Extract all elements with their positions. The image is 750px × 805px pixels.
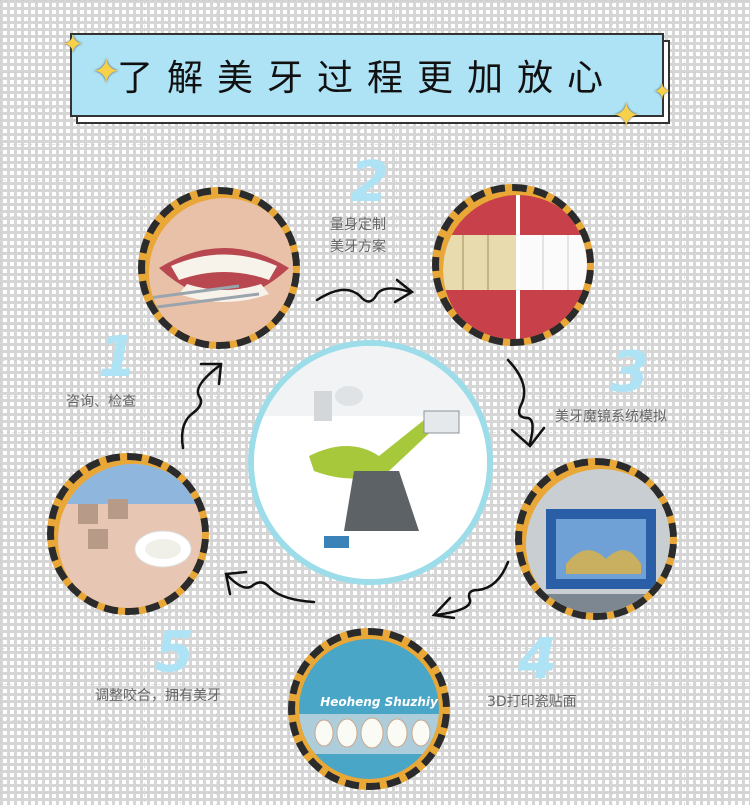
arrow-step3-to-4 bbox=[431, 560, 510, 620]
step3-simulation-image bbox=[515, 458, 677, 620]
step5-number: 5 bbox=[155, 620, 194, 685]
step1-label: 咨询、检查 bbox=[66, 394, 136, 410]
sparkle-star-icon: ✦ bbox=[612, 96, 641, 136]
dental-chair-illustration bbox=[254, 346, 487, 579]
step4-label: 3D打印瓷贴面 bbox=[487, 694, 577, 710]
step5-result-image bbox=[47, 453, 209, 615]
step4-veneer-image: Heoheng Shuzhiy bbox=[288, 628, 450, 790]
arrow-step2-to-3 bbox=[506, 358, 546, 448]
arrow-step5-to-1 bbox=[180, 362, 223, 450]
sparkle-star-icon: ✦ bbox=[92, 52, 121, 92]
arrow-step4-to-5 bbox=[224, 570, 316, 604]
sparkle-star-icon: ✦ bbox=[653, 80, 672, 105]
step3-number: 3 bbox=[610, 340, 649, 405]
step1-exam-image bbox=[138, 187, 300, 349]
computer-simulation-illustration bbox=[526, 469, 670, 613]
mouth-exam-illustration bbox=[149, 198, 293, 342]
step4-number: 4 bbox=[518, 627, 557, 692]
veneer-brand-text: Heoheng Shuzhiy bbox=[320, 695, 438, 709]
arrow-step1-to-2 bbox=[315, 278, 415, 304]
step2-label-line2: 美牙方案 bbox=[330, 239, 386, 255]
center-dental-chair-image bbox=[248, 340, 493, 585]
teeth-before-after-illustration bbox=[443, 195, 587, 339]
step5-label: 调整咬合，拥有美牙 bbox=[95, 688, 221, 704]
step3-label: 美牙魔镜系统模拟 bbox=[555, 409, 667, 425]
patient-smile-illustration bbox=[58, 464, 202, 608]
step2-label-line1: 量身定制 bbox=[330, 217, 386, 233]
veneer-teeth-illustration bbox=[299, 714, 439, 754]
step2-number: 2 bbox=[350, 150, 389, 215]
sparkle-star-icon: ✦ bbox=[62, 30, 84, 60]
step2-whitening-image bbox=[432, 184, 594, 346]
page-title: 了解美牙过程更加放心 bbox=[70, 33, 664, 117]
step1-number: 1 bbox=[98, 325, 137, 390]
